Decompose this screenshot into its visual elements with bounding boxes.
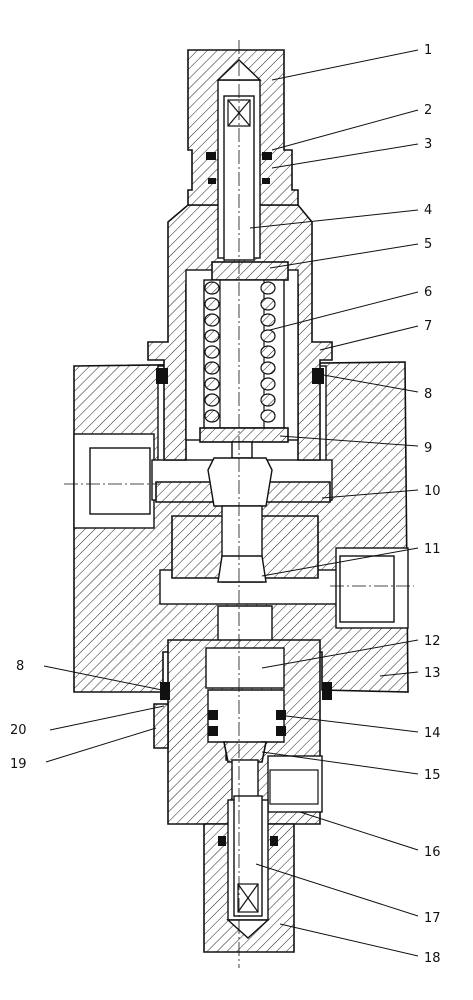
seal-rings [156,152,332,846]
lower-spring-seat [199,427,289,459]
label-15: 15 [424,768,441,783]
label-3: 3 [424,137,432,152]
spring-coil [204,281,220,295]
spring-coil [204,297,220,311]
center-lines [64,40,414,968]
spring-coil [204,409,220,423]
label-20: 20 [10,723,27,738]
label-9: 9 [424,441,432,456]
label-17: 17 [424,911,441,926]
label-8-lower: 8 [16,659,24,674]
label-5: 5 [424,237,432,252]
label-6: 6 [424,285,432,300]
spring-coil [204,377,220,391]
label-14: 14 [424,726,441,741]
label-13: 13 [424,666,441,681]
label-7: 7 [424,319,432,334]
label-8-upper: 8 [424,387,432,402]
spring [203,279,285,429]
spring-coil [260,361,276,375]
label-11: 11 [424,542,441,557]
label-19: 19 [10,757,27,772]
lower-screw [233,795,263,917]
spring-coil [260,297,276,311]
label-12: 12 [424,634,441,649]
part-labels: 1 2 3 4 5 6 7 8 9 10 11 12 13 14 15 16 1… [10,43,441,966]
spring-coil [260,393,276,407]
label-16: 16 [424,845,441,860]
spring-coil [260,329,276,343]
spring-coil [260,313,276,327]
label-1: 1 [424,43,432,58]
valve-seat [171,505,319,583]
valve-disc [155,457,331,507]
spring-seat [211,261,289,281]
spring-coil [204,393,220,407]
spring-coil [204,361,220,375]
label-10: 10 [424,484,441,499]
spring-coil [260,409,276,423]
leader-lines [43,49,419,957]
plunger [223,741,267,801]
spring-coil [204,313,220,327]
spring-coil [260,281,276,295]
label-4: 4 [424,203,432,218]
spring-coil [260,377,276,391]
lower-body [153,639,323,825]
spring-coil [204,329,220,343]
spring-coil [204,345,220,359]
spring-coil [260,345,276,359]
label-2: 2 [424,103,432,118]
label-18: 18 [424,951,441,966]
